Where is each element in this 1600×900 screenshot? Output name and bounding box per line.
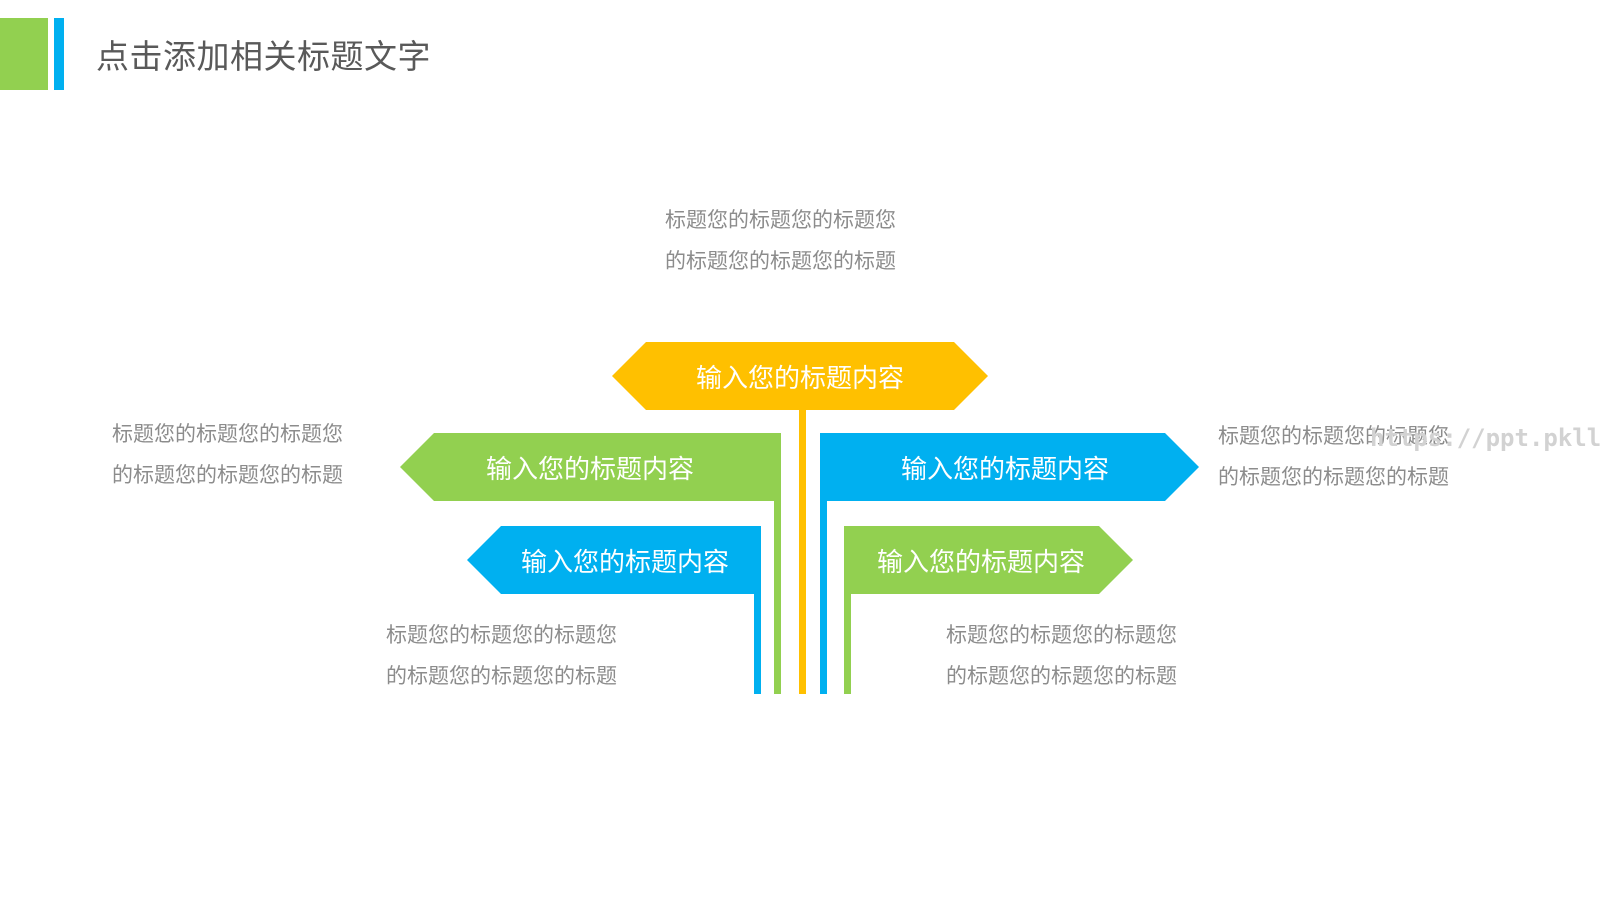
header-accent-blue-bar	[54, 18, 64, 90]
sign-right-upper-label: 输入您的标题内容	[900, 454, 1109, 485]
description-right-upper[interactable]: 标题您的标题您的标题您 的标题您的标题您的标题	[1218, 416, 1449, 498]
description-left-lower[interactable]: 标题您的标题您的标题您 的标题您的标题您的标题	[386, 615, 617, 697]
stem-right-upper-blue	[820, 487, 827, 694]
sign-right-upper-shape	[820, 433, 1199, 501]
sign-left-upper[interactable]: 输入您的标题内容	[400, 433, 781, 501]
description-right-upper-line1: 标题您的标题您的标题您	[1218, 424, 1449, 448]
sign-top[interactable]: 输入您的标题内容	[612, 342, 988, 410]
sign-left-lower-label: 输入您的标题内容	[520, 547, 729, 578]
description-right-lower-line1: 标题您的标题您的标题您	[946, 623, 1177, 647]
header-accent-green-bar	[0, 18, 48, 90]
description-left-lower-line1: 标题您的标题您的标题您	[386, 623, 617, 647]
sign-left-lower-shape	[467, 526, 761, 594]
description-top[interactable]: 标题您的标题您的标题您 的标题您的标题您的标题	[665, 200, 896, 282]
sign-right-lower[interactable]: 输入您的标题内容	[844, 526, 1133, 594]
sign-left-upper-label: 输入您的标题内容	[485, 454, 694, 485]
description-left-upper[interactable]: 标题您的标题您的标题您 的标题您的标题您的标题	[112, 414, 343, 496]
stem-center-yellow	[799, 396, 806, 694]
description-right-upper-line2: 的标题您的标题您的标题	[1218, 465, 1449, 489]
description-right-lower[interactable]: 标题您的标题您的标题您 的标题您的标题您的标题	[946, 615, 1177, 697]
sign-right-lower-label: 输入您的标题内容	[876, 547, 1085, 578]
sign-left-lower[interactable]: 输入您的标题内容	[467, 526, 761, 594]
description-top-line2: 的标题您的标题您的标题	[665, 249, 896, 273]
sign-top-label: 输入您的标题内容	[695, 363, 904, 394]
sign-left-upper-shape	[400, 433, 781, 501]
sign-top-shape	[612, 342, 988, 410]
description-right-lower-line2: 的标题您的标题您的标题	[946, 664, 1177, 688]
page-title[interactable]: 点击添加相关标题文字	[96, 37, 431, 76]
stem-right-lower-green	[844, 578, 851, 694]
stem-left-lower-blue	[754, 578, 761, 694]
stem-left-upper-green	[774, 487, 781, 694]
watermark-text: https://ppt.pkll.de	[1370, 424, 1600, 452]
description-left-lower-line2: 的标题您的标题您的标题	[386, 664, 617, 688]
description-left-upper-line2: 的标题您的标题您的标题	[112, 463, 343, 487]
sign-right-upper[interactable]: 输入您的标题内容	[820, 433, 1199, 501]
description-top-line1: 标题您的标题您的标题您	[665, 208, 896, 232]
sign-right-lower-shape	[844, 526, 1133, 594]
description-left-upper-line1: 标题您的标题您的标题您	[112, 422, 343, 446]
